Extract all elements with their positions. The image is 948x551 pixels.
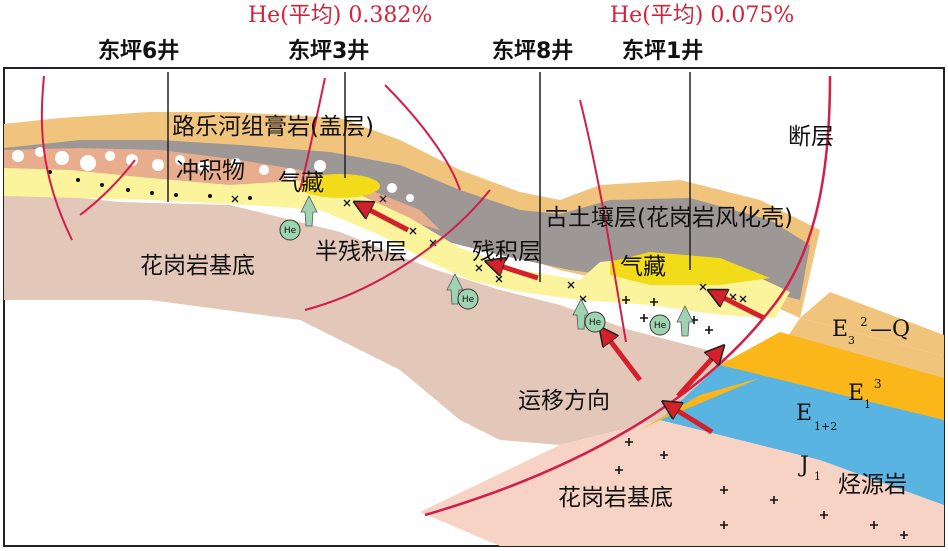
stratum-j1: [660, 365, 944, 505]
well-lines: [167, 72, 691, 282]
he-bubble-1: He: [279, 219, 301, 241]
label-gas-right: 气藏: [620, 254, 666, 280]
fault-line-5: [304, 189, 491, 311]
well-label-1: 东坪1井: [622, 38, 703, 64]
svg-text:3: 3: [874, 377, 882, 391]
well-label-3: 东坪3井: [288, 38, 369, 64]
he-average-right: He(平均) 0.075%: [610, 3, 794, 28]
helium-bubbles: He He He He: [279, 219, 671, 336]
svg-text:—Q: —Q: [870, 317, 910, 342]
gas-zone-left: [300, 174, 380, 198]
svg-text:3: 3: [848, 334, 855, 347]
label-gas-left: 气藏: [278, 170, 324, 196]
svg-text:He: He: [654, 321, 667, 331]
formation-e32q: E 3 2 —Q: [832, 315, 910, 347]
formation-j1: J 1: [798, 453, 821, 483]
label-caprock: 路乐河组膏岩(盖层): [172, 114, 374, 140]
label-fault: 断层: [788, 124, 834, 150]
svg-text:E: E: [832, 317, 848, 342]
he-average-left: He(平均) 0.382%: [248, 3, 432, 28]
label-source-rock: 烃源岩: [838, 472, 907, 498]
svg-text:2: 2: [860, 315, 868, 329]
pebbles: [12, 147, 414, 202]
svg-text:J: J: [798, 453, 809, 478]
svg-text:He: He: [462, 295, 475, 305]
svg-text:1: 1: [814, 470, 821, 483]
arrow-4: [676, 352, 718, 398]
label-residual: 残积层: [472, 239, 541, 265]
svg-text:E: E: [848, 381, 864, 406]
label-granite-base-left: 花岗岩基底: [140, 253, 255, 279]
fault-line-6: [579, 99, 627, 343]
arrow-3: [605, 334, 642, 382]
svg-text:He: He: [284, 226, 297, 236]
main-fault: [424, 75, 832, 517]
up-arrow-1: [300, 195, 318, 227]
he-bubble-2: He: [457, 288, 479, 310]
formation-e12: E 1+2: [796, 401, 837, 433]
arrow-2: [494, 264, 539, 281]
label-paleosoil: 古土壤层(花岗岩风化壳): [545, 205, 793, 231]
fault-lines: [40, 75, 832, 517]
label-migration: 运移方向: [518, 388, 610, 414]
well-label-6: 东坪6井: [98, 38, 179, 64]
label-granite-base-bottom: 花岗岩基底: [558, 485, 673, 511]
fault-line-4: [384, 84, 461, 191]
stratum-top-right: [800, 292, 944, 356]
fault-line-2: [79, 159, 136, 216]
svg-text:E: E: [796, 401, 812, 426]
label-alluvium: 冲积物: [176, 158, 245, 184]
arrow-6: [716, 294, 766, 321]
arrow-1: [362, 206, 410, 233]
up-arrow-4: [676, 305, 694, 337]
alluvium-dots: [48, 170, 252, 200]
stratum-semi-residual: [4, 168, 790, 318]
svg-text:He: He: [589, 318, 602, 328]
well-label-8: 东坪8井: [492, 38, 573, 64]
label-semi-residual: 半残积层: [315, 239, 407, 265]
migration-arrows: [362, 206, 766, 435]
formation-e13: E 1 3: [848, 377, 882, 411]
fault-line-3: [299, 77, 326, 191]
plus-marks: [615, 296, 908, 539]
granite-basement-upper: [4, 190, 760, 445]
he-bubble-3: He: [584, 311, 606, 333]
fault-line-1: [40, 75, 73, 241]
he-bubble-4: He: [649, 314, 671, 336]
arrow-5: [670, 406, 714, 435]
svg-text:1+2: 1+2: [814, 420, 837, 433]
svg-text:1: 1: [864, 398, 871, 411]
